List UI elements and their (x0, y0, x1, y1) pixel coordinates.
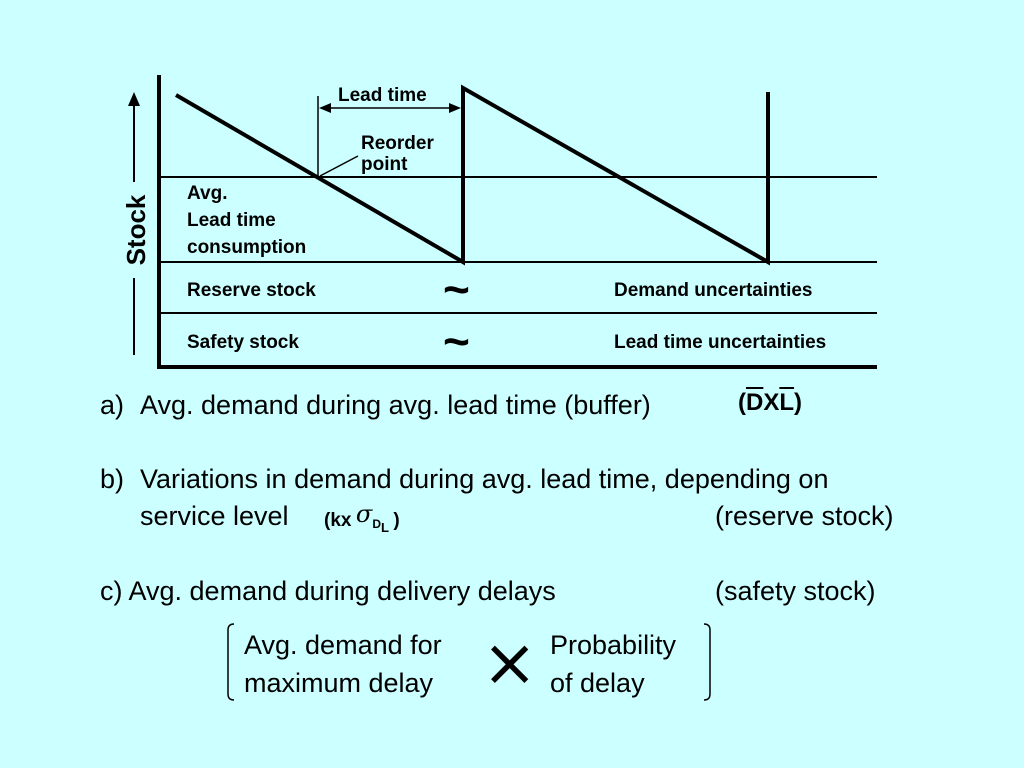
note-b-formula: (kx σDL ) (324, 502, 400, 534)
stock-diagram: Stock Lead time Reorder point Avg. Lead … (118, 75, 877, 369)
left-factor-line2: maximum delay (244, 668, 434, 698)
expression-brackets (227, 623, 711, 701)
left-factor-line1: Avg. demand for (244, 630, 442, 660)
leadtime-uncertainties-label: Lead time uncertainties (614, 332, 826, 353)
formula-b-kx: (kx (324, 510, 352, 531)
formula-a-open: ( (738, 389, 746, 416)
formula-b-close: ) (393, 510, 400, 531)
formula-a-x: X (763, 389, 780, 416)
note-b-tag: (reserve stock) (715, 501, 894, 531)
note-a-marker: a) (100, 390, 125, 420)
note-a-formula: (DXL) (738, 391, 802, 415)
note-c-tag: (safety stock) (715, 576, 876, 606)
avg-consumption-line1: Avg. (187, 183, 227, 204)
stock-label-bg (118, 182, 150, 278)
reserve-stock-label: Reserve stock (187, 280, 316, 301)
right-factor: Probability of delay (550, 626, 676, 702)
demand-uncertainties-label: Demand uncertainties (614, 280, 813, 301)
lead-time-label: Lead time (338, 85, 427, 106)
safety-tilde: ~ (443, 315, 470, 367)
note-b-line1: Variations in demand during avg. lead ti… (140, 464, 829, 494)
lead-time-arrowhead-right (449, 103, 461, 113)
reorder-label-line2: point (361, 154, 408, 175)
formula-a-l: L (779, 389, 795, 416)
left-factor: Avg. demand for maximum delay (244, 626, 442, 702)
lead-time-arrowhead-left (319, 103, 331, 113)
right-bracket (703, 623, 711, 701)
reorder-pointer-line (319, 155, 359, 177)
stock-axis-label: Stock (121, 194, 151, 265)
times-symbol: × (482, 624, 538, 701)
reorder-label-line1: Reorder (361, 133, 434, 154)
left-bracket (227, 623, 235, 701)
avg-consumption-line2: Lead time (187, 210, 276, 231)
right-factor-line2: of delay (550, 668, 645, 698)
note-b-line2: service level (140, 501, 289, 531)
formula-a-close: ) (794, 389, 803, 416)
formula-b-sub-l: L (380, 520, 389, 535)
formula-b-sigma: σ (355, 500, 373, 528)
note-c-text: c) Avg. demand during delivery delays (100, 576, 556, 606)
avg-consumption-line3: consumption (187, 237, 306, 258)
safety-stock-label: Safety stock (187, 332, 299, 353)
stock-sawtooth-line (174, 84, 770, 266)
note-b-marker: b) (100, 464, 125, 494)
formula-b-sub-d: D (372, 517, 381, 531)
note-a-text: Avg. demand during avg. lead time (buffe… (140, 390, 651, 420)
stock-axis-arrowhead (128, 92, 140, 106)
right-factor-line1: Probability (550, 630, 677, 660)
formula-a-d: D (746, 389, 764, 416)
reserve-tilde: ~ (443, 263, 470, 315)
